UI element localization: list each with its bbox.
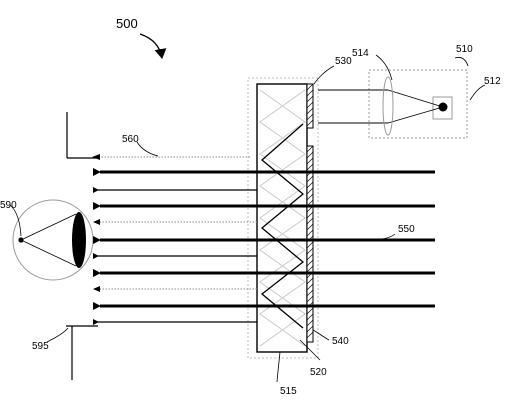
label-520: 520 bbox=[310, 367, 327, 378]
input-coupler-hatch bbox=[306, 83, 314, 127]
label-530: 530 bbox=[335, 56, 352, 67]
label-512: 512 bbox=[484, 76, 501, 87]
beam-cone-bottom bbox=[387, 106, 444, 124]
label-510: 510 bbox=[456, 44, 473, 55]
label-590: 590 bbox=[0, 200, 17, 211]
label-515: 515 bbox=[280, 386, 297, 397]
leader-512 bbox=[469, 84, 486, 101]
waveguide-tir-path bbox=[260, 123, 305, 329]
leader-595 bbox=[46, 327, 69, 343]
leader-590 bbox=[9, 204, 22, 237]
dotted-ray-1-arrowhead bbox=[93, 219, 100, 225]
leader-lines bbox=[9, 54, 486, 383]
beam-cone-top bbox=[387, 89, 444, 108]
output-coupler bbox=[306, 145, 314, 343]
label-550: 550 bbox=[398, 224, 415, 235]
waveguide-outline bbox=[247, 77, 319, 359]
label-540: 540 bbox=[332, 336, 349, 347]
output-rays bbox=[93, 187, 257, 325]
waveguide-gray-path-b bbox=[259, 89, 306, 347]
image-light-rays bbox=[93, 168, 435, 310]
waveguide-gray-path-a bbox=[259, 89, 306, 347]
eye-ray-top bbox=[20, 213, 77, 241]
leader-550 bbox=[359, 233, 396, 241]
collimating-lens bbox=[382, 76, 394, 136]
source-module-box bbox=[368, 69, 468, 139]
dotted-ray-2-arrowhead bbox=[93, 286, 100, 292]
leader-515 bbox=[276, 351, 281, 383]
figure-number-label: 500 bbox=[116, 16, 138, 31]
eye-retina-point bbox=[18, 237, 24, 243]
leader-560 bbox=[136, 141, 159, 157]
point-source-housing bbox=[432, 96, 453, 120]
leader-530 bbox=[313, 65, 335, 85]
leader-510 bbox=[454, 57, 469, 67]
label-560: 560 bbox=[122, 134, 139, 145]
input-coupler bbox=[306, 83, 314, 129]
label-514: 514 bbox=[352, 48, 369, 59]
label-595: 595 bbox=[32, 341, 49, 352]
leader-540 bbox=[312, 329, 330, 341]
figure-number-arrow bbox=[139, 33, 167, 59]
eye-lens bbox=[72, 212, 86, 268]
leader-514 bbox=[375, 54, 393, 81]
ambient-light-arrowhead bbox=[92, 154, 100, 160]
eye-ray-bottom bbox=[20, 239, 77, 267]
leader-520 bbox=[299, 339, 321, 361]
dotted-rays bbox=[100, 221, 257, 290]
waveguide-body bbox=[256, 83, 308, 353]
